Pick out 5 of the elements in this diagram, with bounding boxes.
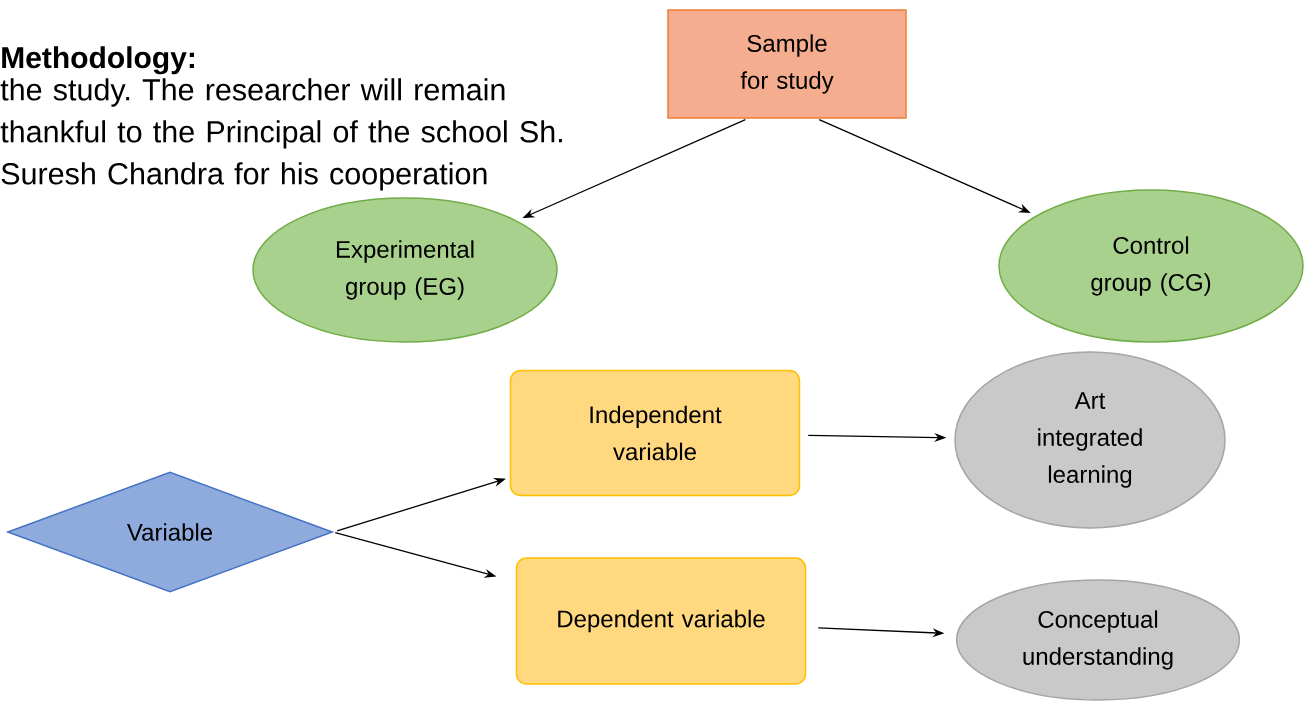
process-box: Sample for study — [667, 9, 907, 119]
process-box: Dependent variable — [515, 557, 807, 685]
process-box: Independent variable — [509, 369, 801, 497]
heading: Methodology: — [2, 46, 194, 75]
paragraph: the study. The researcher will remain thankful to the Principal of the school Sh. Suresh Chandra for his cooperation — [0, 78, 562, 191]
